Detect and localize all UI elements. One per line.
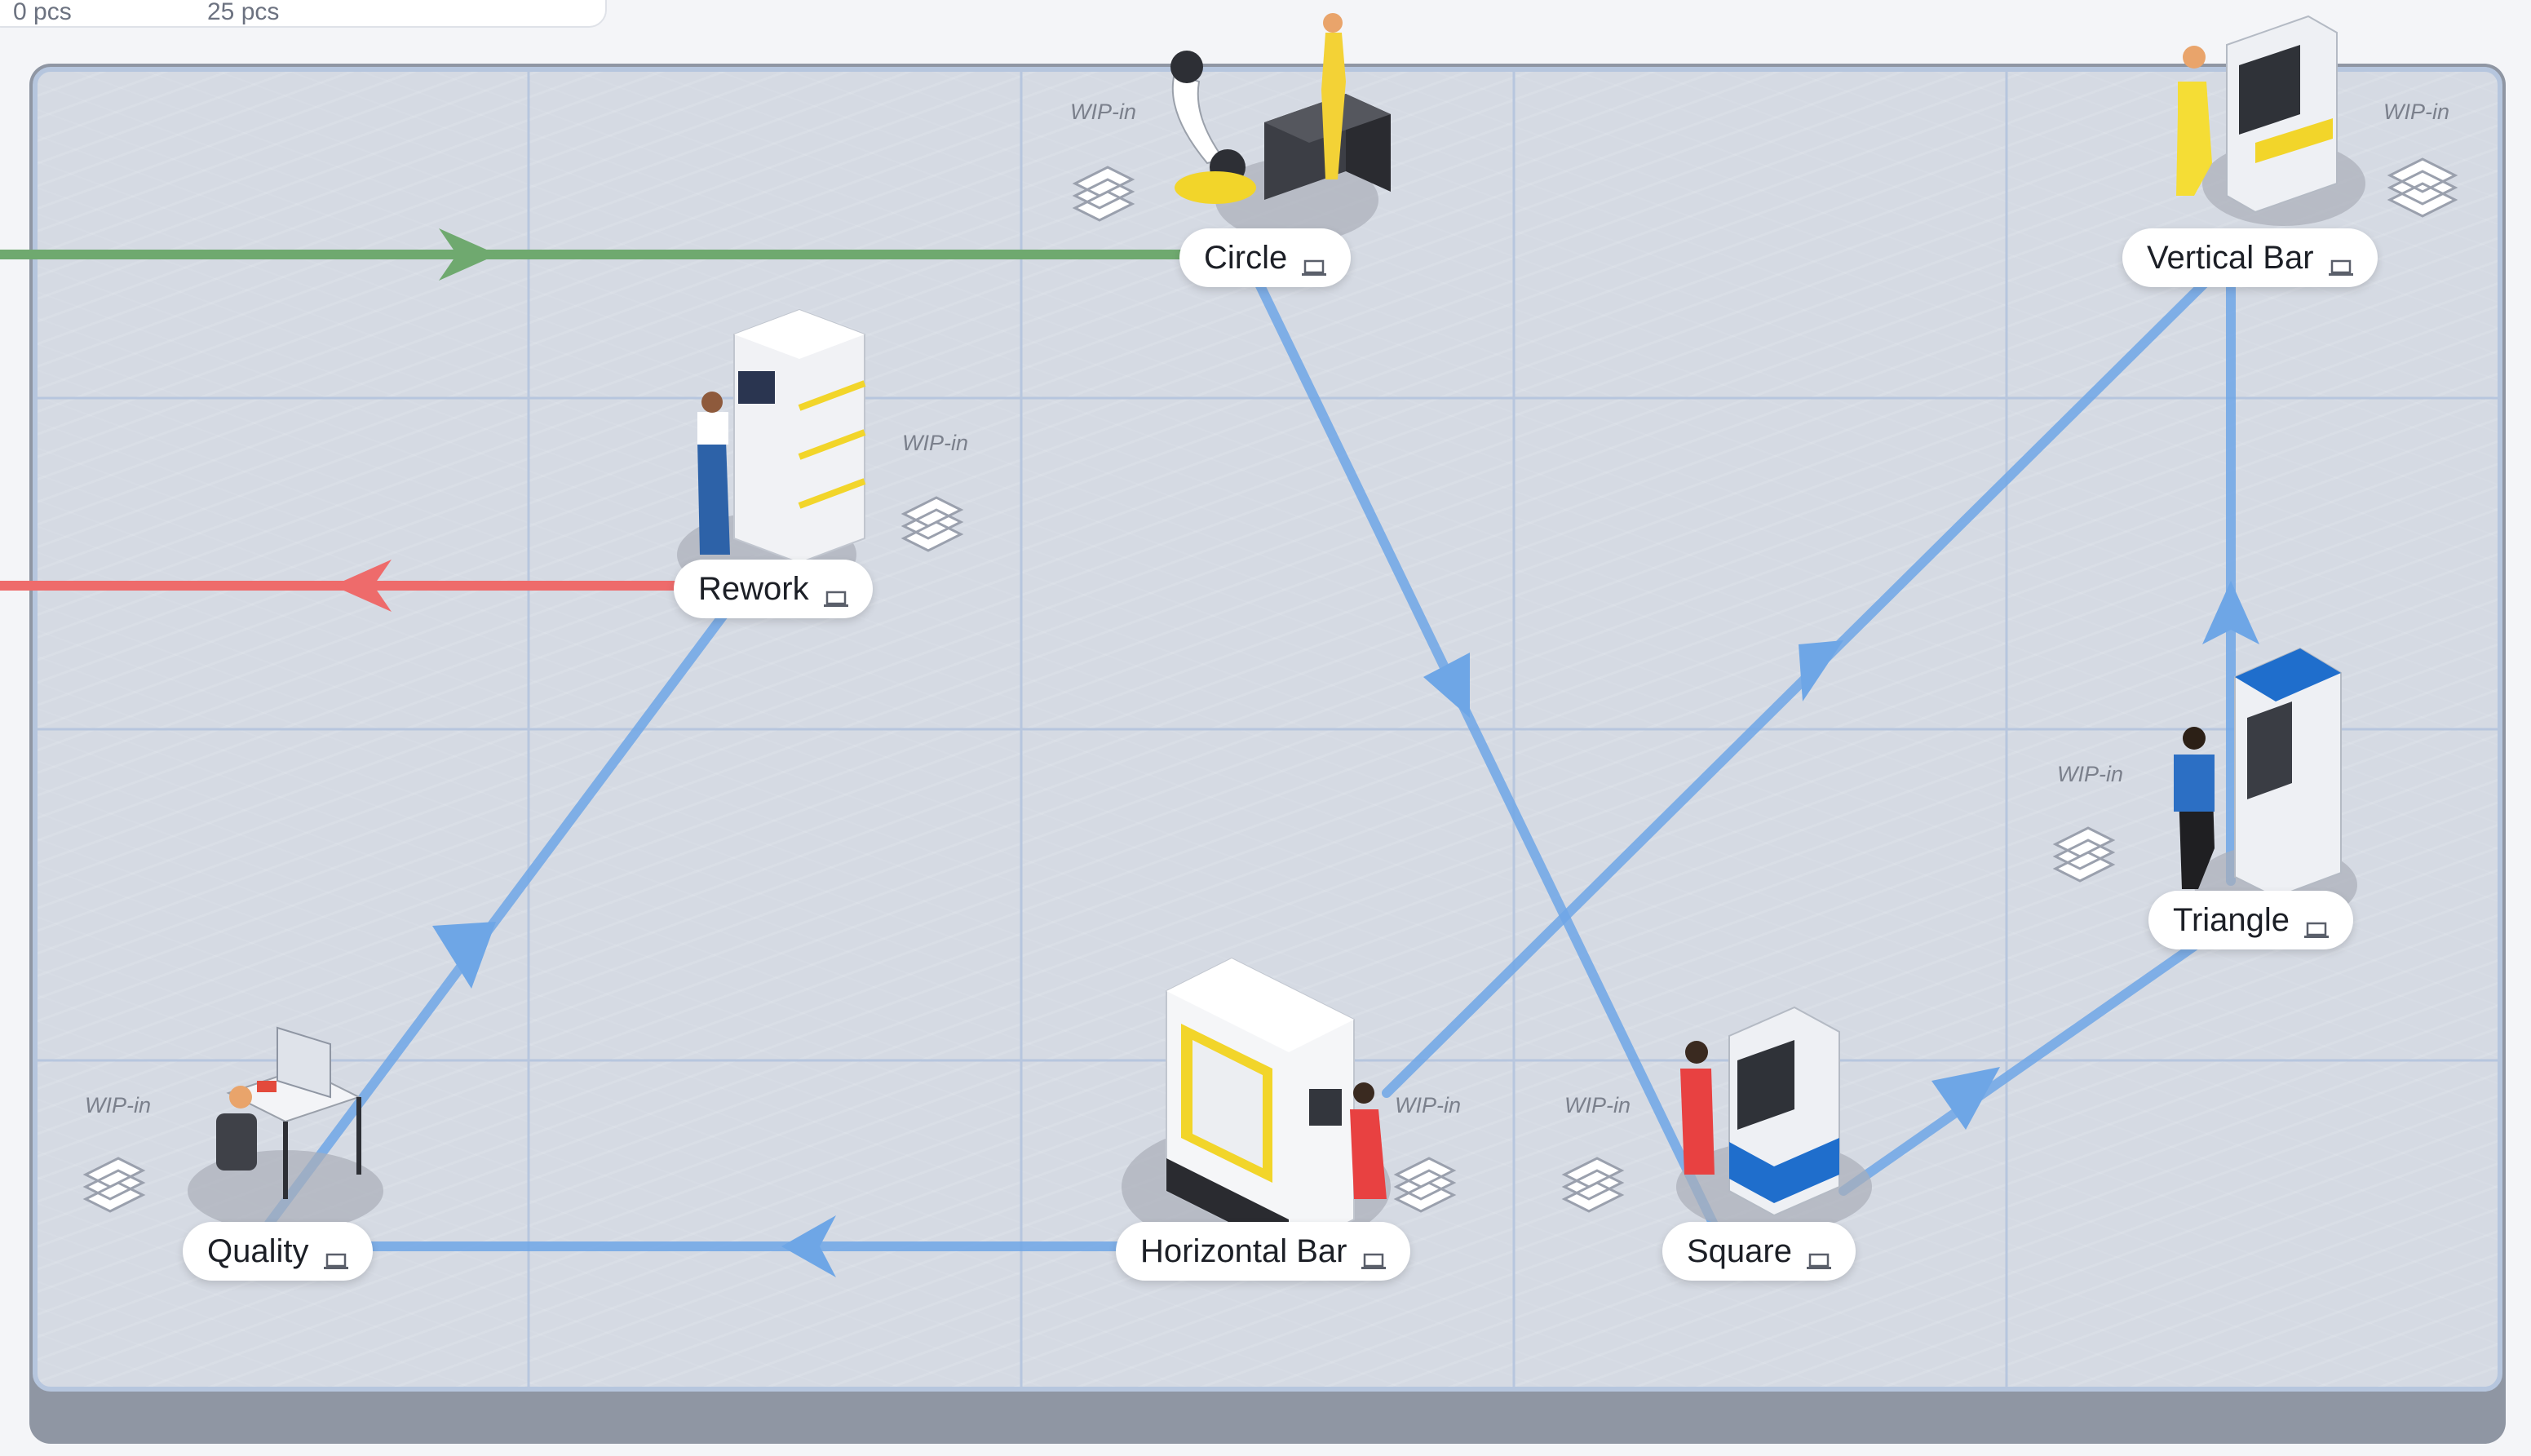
wip-label-horizontal-bar: WIP-in: [1395, 1093, 1461, 1117]
station-triangle[interactable]: Triangle: [2148, 891, 2354, 949]
station-square[interactable]: Square: [1662, 1222, 1856, 1281]
station-quality-label: Quality: [207, 1233, 309, 1269]
station-circle-label: Circle: [1204, 239, 1288, 276]
wip-label-triangle: WIP-in: [2057, 762, 2123, 786]
quality-desk-icon: [216, 1026, 361, 1199]
wip-label-square: WIP-in: [1564, 1093, 1631, 1117]
laptop-icon[interactable]: [823, 580, 848, 607]
circle-machine-icon: [1170, 13, 1391, 204]
station-rework[interactable]: Rework: [674, 560, 873, 618]
flow-paths: [0, 250, 2236, 1251]
flow-arrows: [333, 228, 2259, 1277]
stacked-parts-icon: [1561, 1157, 1625, 1213]
horizontal-bar-machine-icon: [1166, 957, 1387, 1254]
laptop-icon[interactable]: [1361, 1242, 1387, 1269]
station-square-label: Square: [1687, 1233, 1792, 1269]
station-vertical-bar[interactable]: Vertical Bar: [2122, 228, 2378, 287]
station-horizontal-bar[interactable]: Horizontal Bar: [1116, 1222, 1411, 1281]
stacked-parts-icon: [2387, 157, 2458, 218]
laptop-icon[interactable]: [2304, 911, 2330, 938]
laptop-icon[interactable]: [323, 1242, 348, 1269]
flow-square-triangle: [1839, 941, 2199, 1196]
input-arrow-icon: [439, 228, 498, 281]
flow-vertical-horizontal: [1382, 272, 2215, 1098]
wip-label-rework: WIP-in: [902, 431, 968, 455]
laptop-icon[interactable]: [2328, 249, 2353, 276]
top-info-panel: 0 pcs 25 pcs: [0, 0, 607, 28]
arrow-square-triangle-icon: [1931, 1067, 2000, 1130]
output-arrow-icon: [333, 560, 392, 612]
station-horizontal-bar-label: Horizontal Bar: [1140, 1233, 1347, 1269]
arrow-quality-rework-icon: [432, 922, 496, 989]
rework-machine-icon: [697, 308, 866, 564]
triangle-machine-icon: [2174, 647, 2342, 899]
stacked-parts-icon: [900, 496, 964, 552]
vertical-bar-machine-icon: [2176, 15, 2338, 214]
arrow-triangle-vertical-icon: [2202, 581, 2259, 644]
wip-stack-icons: [82, 157, 2458, 1213]
right-counter: 25 pcs: [207, 0, 280, 25]
stacked-parts-icon: [2052, 826, 2116, 883]
stacked-parts-icon: [82, 1157, 146, 1213]
flow-quality-rework: [264, 607, 731, 1228]
wip-label-vertical-bar: WIP-in: [2383, 100, 2449, 124]
station-quality[interactable]: Quality: [183, 1222, 373, 1281]
left-counter: 0 pcs: [13, 0, 72, 25]
arrow-horizontal-quality-icon: [781, 1215, 836, 1277]
arrow-vertical-horizontal-icon: [1799, 640, 1843, 701]
station-circle[interactable]: Circle: [1179, 228, 1352, 287]
stacked-parts-icon: [1393, 1157, 1457, 1213]
arrow-circle-square-icon: [1423, 653, 1470, 718]
flow-circle-square: [1251, 272, 1726, 1245]
stacked-parts-icon: [1072, 166, 1135, 222]
laptop-icon[interactable]: [1302, 249, 1327, 276]
wip-label-quality: WIP-in: [85, 1093, 151, 1117]
station-vertical-bar-label: Vertical Bar: [2147, 239, 2314, 276]
square-machine-icon: [1680, 1006, 1840, 1217]
station-triangle-label: Triangle: [2173, 901, 2290, 938]
laptop-icon[interactable]: [1806, 1242, 1831, 1269]
station-rework-label: Rework: [698, 570, 809, 607]
wip-label-circle: WIP-in: [1070, 100, 1136, 124]
